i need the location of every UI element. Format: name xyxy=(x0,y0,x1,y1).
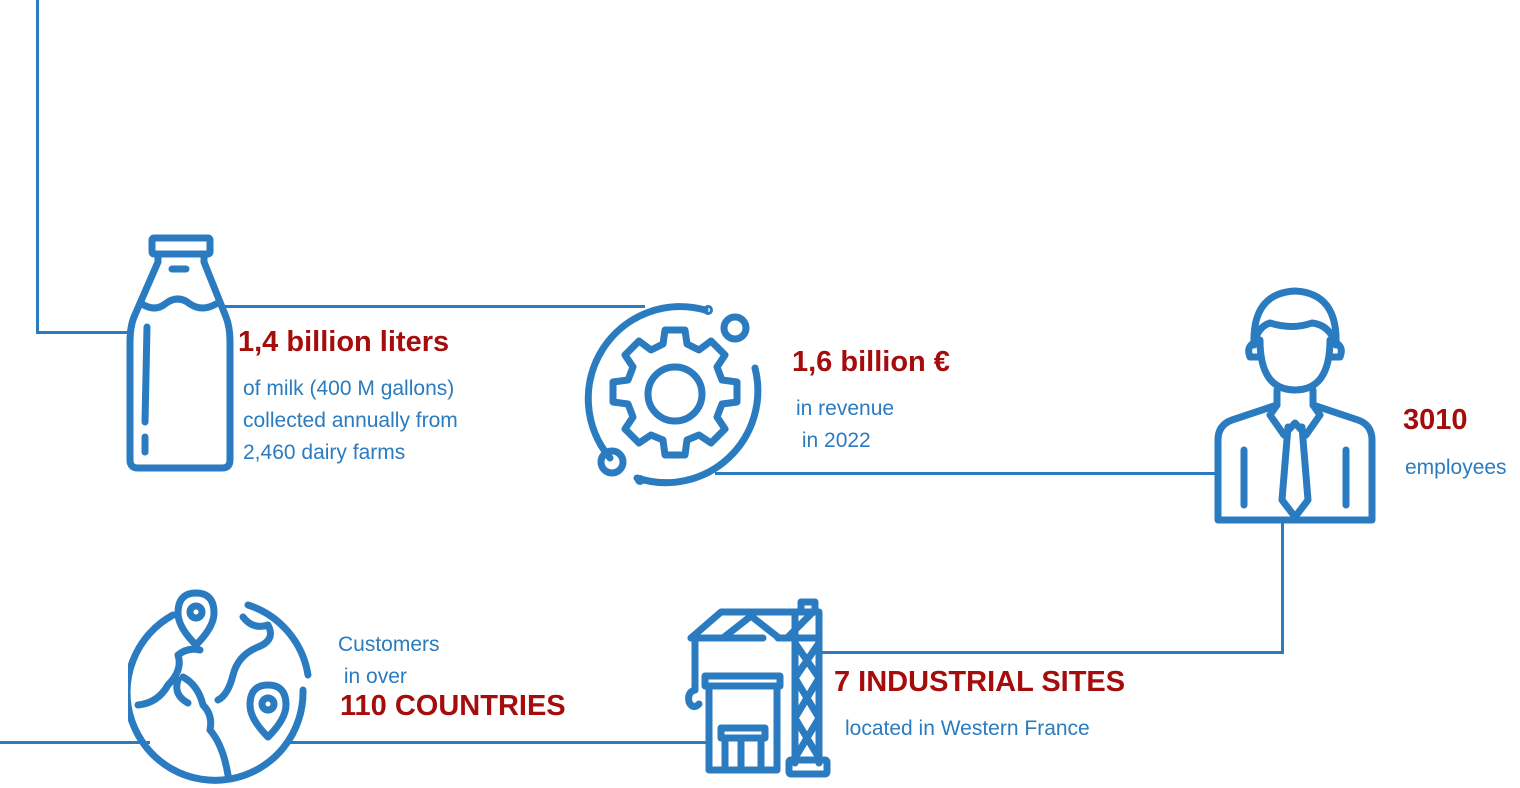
stat-description: in over xyxy=(338,665,407,688)
stat-headline: 1,6 billion € xyxy=(792,346,950,378)
stat-description: collected annually from xyxy=(243,409,458,432)
connector-line xyxy=(822,651,1284,654)
stat-description: of milk (400 M gallons) xyxy=(243,377,455,400)
stat-description: employees xyxy=(1405,456,1507,479)
milk-bottle-icon xyxy=(120,232,240,477)
stat-headline: 110 COUNTRIES xyxy=(340,690,566,722)
connector-line xyxy=(225,305,645,308)
stat-headline: 7 INDUSTRIAL SITES xyxy=(834,666,1126,698)
stat-description: located in Western France xyxy=(845,717,1090,740)
connector-line xyxy=(1281,522,1284,654)
globe-pins-icon xyxy=(128,585,318,785)
connector-line xyxy=(0,741,150,744)
stat-description: Customers xyxy=(338,633,440,656)
stat-description: in 2022 xyxy=(796,429,871,452)
stat-description: in revenue xyxy=(796,397,895,420)
connector-line xyxy=(36,0,39,334)
connector-line xyxy=(36,331,132,334)
stat-headline: 3010 xyxy=(1403,404,1468,436)
connector-line xyxy=(715,472,1217,475)
stat-headline: 1,4 billion liters xyxy=(238,326,450,358)
stat-description: 2,460 dairy farms xyxy=(243,441,406,464)
employee-icon xyxy=(1212,285,1382,530)
factory-crane-icon xyxy=(683,598,833,780)
gear-icon xyxy=(575,298,775,498)
connector-line xyxy=(288,741,708,744)
